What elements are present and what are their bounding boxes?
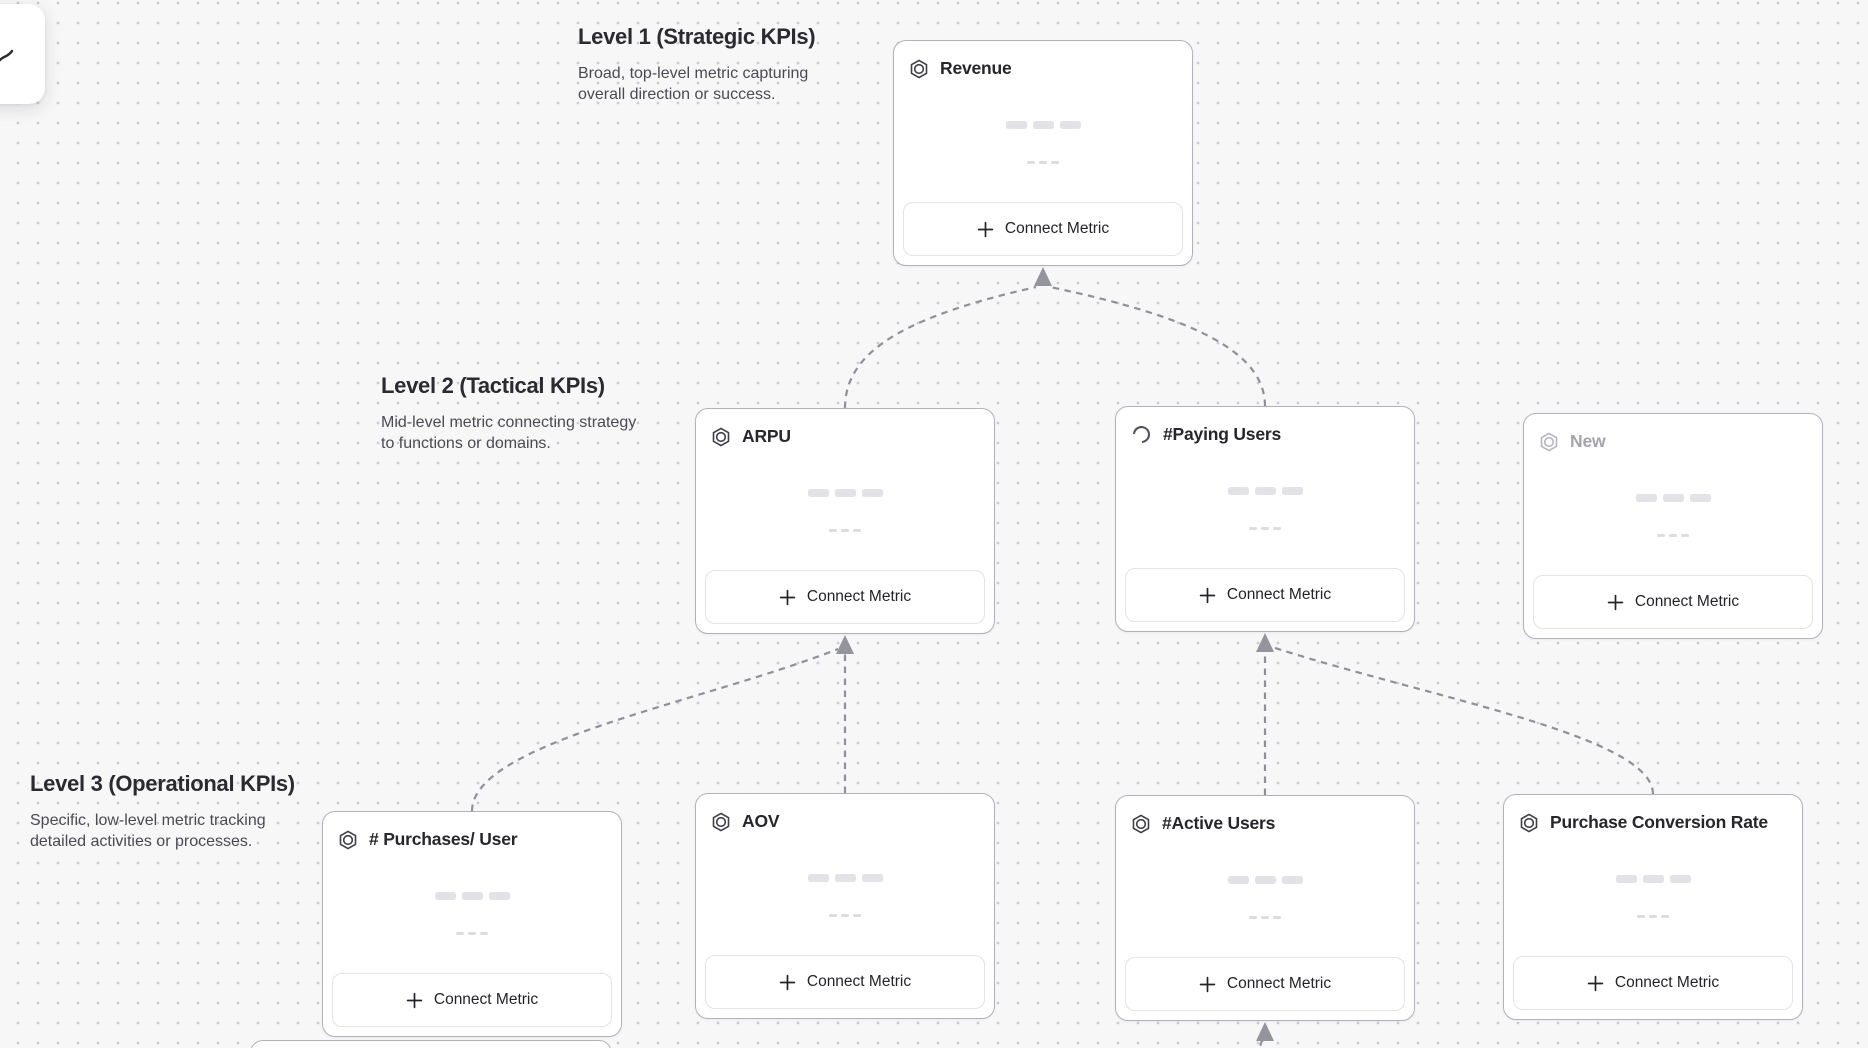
- metric-trend-skeleton: [323, 932, 621, 935]
- level-2-title: Level 2 (Tactical KPIs): [381, 373, 605, 398]
- plus-icon: [1199, 976, 1216, 993]
- metric-card-title: AOV: [742, 811, 780, 831]
- metric-value-skeleton: [1524, 494, 1822, 502]
- edge-purchase-conversion-rate-to-paying-users: [1271, 645, 1655, 795]
- plus-icon: [1199, 587, 1216, 604]
- plus-icon: [779, 589, 796, 606]
- metric-value-skeleton: [1116, 876, 1414, 884]
- metric-card-header: #Active Users: [1116, 796, 1414, 834]
- spinner-icon: [1131, 424, 1152, 445]
- metric-card-arpu[interactable]: ARPU Connect Metric: [695, 408, 995, 634]
- metric-trend-skeleton: [894, 161, 1192, 164]
- hexagon-icon: [1539, 432, 1559, 452]
- edge-arpu-to-revenue: [843, 285, 1037, 409]
- connect-metric-button[interactable]: Connect Metric: [1125, 568, 1405, 622]
- connect-metric-label: Connect Metric: [806, 973, 912, 990]
- connect-metric-button[interactable]: Connect Metric: [332, 973, 612, 1027]
- metric-trend-skeleton: [696, 529, 994, 532]
- hexagon-icon: [338, 830, 358, 850]
- metric-card-title: #Paying Users: [1163, 424, 1282, 444]
- plus-icon: [406, 992, 423, 1009]
- level-1-heading: Level 1 (Strategic KPIs) Broad, top-leve…: [578, 24, 850, 105]
- connect-metric-label: Connect Metric: [1634, 593, 1740, 610]
- connect-metric-label: Connect Metric: [1004, 220, 1110, 237]
- floating-toolbar-panel[interactable]: [0, 4, 45, 104]
- level-1-title: Level 1 (Strategic KPIs): [578, 24, 816, 49]
- plus-icon: [1607, 594, 1624, 611]
- hexagon-icon: [1131, 814, 1151, 834]
- connect-metric-label: Connect Metric: [1226, 586, 1332, 603]
- edge-paying-users-to-revenue: [1049, 285, 1267, 407]
- metric-card-header: Purchase Conversion Rate: [1504, 795, 1802, 833]
- edge-purchases-per-user-to-arpu: [470, 647, 839, 812]
- metric-card-header: Revenue: [894, 41, 1192, 79]
- plus-icon: [1587, 975, 1604, 992]
- level-2-heading: Level 2 (Tactical KPIs) Mid-level metric…: [381, 373, 653, 454]
- plus-icon: [779, 974, 796, 991]
- connect-metric-label: Connect Metric: [1226, 975, 1332, 992]
- metric-card-title: #Active Users: [1162, 813, 1276, 833]
- connect-metric-label: Connect Metric: [1614, 974, 1720, 991]
- arrowhead-at-arpu: [836, 635, 854, 654]
- hexagon-icon: [711, 812, 731, 832]
- metric-value-skeleton: [323, 892, 621, 900]
- connect-metric-button[interactable]: Connect Metric: [1533, 575, 1813, 629]
- connect-metric-button[interactable]: Connect Metric: [1513, 956, 1793, 1010]
- cursor-icon: [0, 49, 14, 62]
- metric-card-title: # Purchases/ User: [369, 829, 518, 849]
- metric-trend-skeleton: [1116, 527, 1414, 530]
- connect-metric-button[interactable]: Connect Metric: [705, 570, 985, 624]
- metric-value-skeleton: [1116, 487, 1414, 495]
- metric-trend-skeleton: [696, 914, 994, 917]
- level-3-title: Level 3 (Operational KPIs): [30, 771, 295, 796]
- edge-offscreen-child-to-active-users: [1259, 1039, 1264, 1048]
- metric-value-skeleton: [696, 489, 994, 497]
- connect-metric-label: Connect Metric: [806, 588, 912, 605]
- metric-card-header: New: [1524, 414, 1822, 452]
- metric-trend-skeleton: [1504, 915, 1802, 918]
- arrowhead-at-paying-users: [1256, 633, 1274, 652]
- metric-trend-skeleton: [1116, 916, 1414, 919]
- metric-card-title: New: [1570, 431, 1606, 451]
- level-3-heading: Level 3 (Operational KPIs) Specific, low…: [30, 771, 302, 852]
- metric-value-skeleton: [1504, 875, 1802, 883]
- metric-card-aov[interactable]: AOV Connect Metric: [695, 793, 995, 1019]
- metric-value-skeleton: [696, 874, 994, 882]
- metric-card-header: # Purchases/ User: [323, 812, 621, 850]
- plus-icon: [977, 221, 994, 238]
- hexagon-icon: [1519, 813, 1539, 833]
- metric-card-title: Purchase Conversion Rate: [1550, 812, 1768, 832]
- metric-card-title: ARPU: [742, 426, 791, 446]
- arrowhead-at-revenue: [1034, 267, 1052, 286]
- hexagon-icon: [909, 59, 929, 79]
- connect-metric-button[interactable]: Connect Metric: [903, 202, 1183, 256]
- level-3-description: Specific, low-level metric tracking deta…: [30, 812, 266, 850]
- metric-card-title: Revenue: [940, 58, 1012, 78]
- hexagon-icon: [711, 427, 731, 447]
- connect-metric-button[interactable]: Connect Metric: [705, 955, 985, 1009]
- metric-card-header: AOV: [696, 794, 994, 832]
- connect-metric-button[interactable]: Connect Metric: [1125, 957, 1405, 1011]
- arrowhead-at-active-users: [1256, 1022, 1274, 1041]
- metric-trend-skeleton: [1524, 534, 1822, 537]
- metric-card-partial[interactable]: [250, 1040, 612, 1048]
- metric-card-header: #Paying Users: [1116, 407, 1414, 445]
- metric-value-skeleton: [894, 121, 1192, 129]
- level-1-description: Broad, top-level metric capturing overal…: [578, 65, 809, 103]
- metric-card-header: ARPU: [696, 409, 994, 447]
- level-2-description: Mid-level metric connecting strategy to …: [381, 414, 637, 452]
- connect-metric-label: Connect Metric: [433, 991, 539, 1008]
